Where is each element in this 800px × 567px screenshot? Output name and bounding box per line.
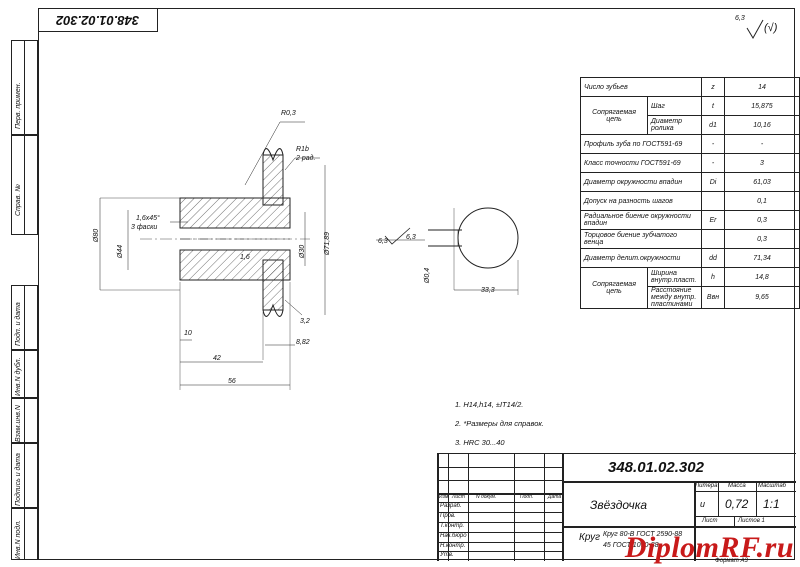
tb-head-col: Изм <box>439 494 449 500</box>
tb-sheets: Листов 1 <box>738 518 765 524</box>
dim-rad2: 2 рад. <box>296 155 316 162</box>
tb-material-label: Круг <box>579 532 601 543</box>
tb-head-col: Подп. <box>520 494 534 500</box>
dim-chamfer: 1,6x45° <box>136 215 160 222</box>
side-stamp-ref: Справ. № <box>11 135 38 235</box>
technical-notes: 1. H14,h14, ±IT14/2. 2. *Размеры для спр… <box>455 395 544 452</box>
side-stamp-first-use: Перв. примен. <box>11 40 38 135</box>
dim-roughness-32: 3,2 <box>300 318 310 325</box>
side-label: Инв.N подл. <box>15 520 22 559</box>
side-label: Подпись и дата <box>15 453 22 506</box>
dim-chamfer3: 3 фаски <box>131 224 158 231</box>
tooth-detail-view <box>376 207 519 295</box>
tb-format: Формат А3 <box>715 558 748 564</box>
dim-56: 56 <box>228 378 236 385</box>
side-label: Взам.инв.N <box>15 405 22 442</box>
roughness-value: 6,3 <box>735 15 745 22</box>
dim-42: 42 <box>213 355 221 362</box>
sprocket-section-view <box>99 121 326 390</box>
tb-row-label: Т.контр. <box>440 523 465 529</box>
side-label: Подп. и дата <box>15 302 22 346</box>
tb-litera: u <box>700 499 706 509</box>
side-label: Справ. № <box>15 184 22 216</box>
tb-col-scale: Масштаб <box>758 483 787 489</box>
dim-d30: Ø30 <box>299 244 307 259</box>
dim-882: 8,82 <box>296 339 310 346</box>
tb-sheet: Лист <box>702 518 718 524</box>
tb-row-label: Нач.бюро <box>440 533 467 539</box>
dim-roughness-16: 1,6 <box>240 254 250 261</box>
side-label: Инв.N дубл. <box>15 357 22 396</box>
tb-row-label: Разраб. <box>440 503 462 509</box>
note-3: 3. HRC 30...40 <box>455 438 505 447</box>
tb-col-litera: Литера <box>695 483 718 489</box>
note-1: 1. H14,h14, ±IT14/2. <box>455 400 524 409</box>
tb-col-mass: Масса <box>728 483 746 489</box>
side-stamp-orig: Инв.N подл. <box>11 508 38 560</box>
roughness-symbol: (√) <box>764 22 778 34</box>
note-2: 2. *Размеры для справок. <box>455 419 544 428</box>
dim-d88: Ø71,89 <box>323 232 331 255</box>
dim-63-top: 6,3 <box>406 234 416 241</box>
param-row: Профиль зуба по ГОСТ591-69-- <box>580 134 800 154</box>
side-label: Перв. примен. <box>15 82 22 129</box>
tb-row-label: Н.контр. <box>440 543 466 549</box>
tb-mass: 0,72 <box>725 497 749 511</box>
dim-10: 10 <box>184 330 192 337</box>
side-stamp-dup: Инв.N дубл. <box>11 350 38 398</box>
tb-scale: 1:1 <box>763 497 780 511</box>
dim-r1b: R1b <box>296 146 309 153</box>
tb-material-1: Круг 80-В ГОСТ 2590-88 <box>603 531 683 538</box>
tb-head-col: Лист <box>452 494 465 500</box>
tb-head-col: N докум. <box>476 494 497 500</box>
roughness-check-icon <box>746 19 764 39</box>
tb-material-2: 45 ГОСТ 1050-88 <box>603 542 659 549</box>
dim-63-left: 6,3 <box>378 238 388 245</box>
tb-head-col: Дата <box>548 494 562 500</box>
side-stamp-sign: Подп. и дата <box>11 285 38 350</box>
tb-row-label: Пров. <box>440 513 456 519</box>
title-block: 348.01.02.302 Звёздочка Круг Круг 80-В Г… <box>437 453 796 561</box>
dim-333: 33,3 <box>481 287 495 294</box>
dim-d80: Ø80 <box>93 228 101 243</box>
dim-d44: Ø44 <box>117 244 125 259</box>
dim-r03: R0,3 <box>281 110 296 117</box>
param-row: Класс точности ГОСТ591-69-3 <box>580 153 800 173</box>
side-stamp-sign2: Подпись и дата <box>11 443 38 508</box>
side-stamp-replace: Взам.инв.N <box>11 398 38 443</box>
tb-doc-code: 348.01.02.302 <box>608 459 704 476</box>
tb-row-label: Утв. <box>440 552 454 558</box>
top-doc-code: 348.01.02.302 <box>38 8 158 32</box>
tb-part-name: Звёздочка <box>590 498 648 512</box>
dim-04: Ø0,4 <box>424 267 432 284</box>
diplomrf-watermark: DiplomRF.ru <box>624 531 794 564</box>
